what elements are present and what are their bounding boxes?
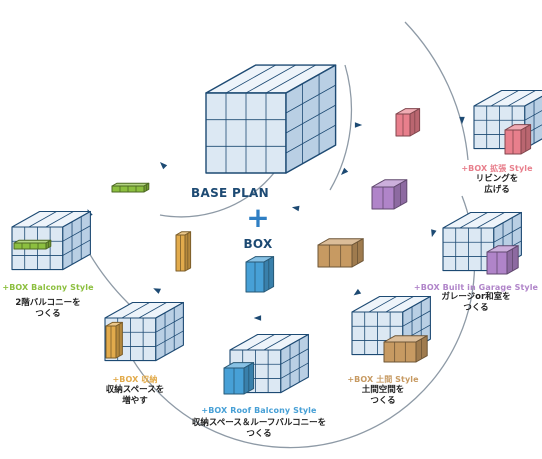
style-doma-desc-1: 土間空間を [361,385,405,395]
roof-balcony-box-on-house [223,362,255,395]
style-expansion-desc-1: リビングを [475,174,519,184]
style-expansion-desc-2: 広げる [484,185,510,195]
garage-box-floating [371,179,408,210]
style-balcony-desc-2: つくる [35,309,61,319]
box-label: BOX [243,237,273,251]
style-roof-balcony-title: +BOX Roof Balcony Style [201,406,317,415]
expansion-box-on-house [504,124,532,155]
base-plan-label: BASE PLAN [191,186,269,200]
doma-box-on-house [383,335,428,363]
arrow-marker [354,122,363,128]
style-garage-desc-1: ガレージor和室を [441,292,511,302]
plus-sign: + [246,201,270,234]
storage-box-floating [175,231,192,272]
arrow-marker [153,288,161,294]
style-roof-balcony: +BOX Roof Balcony Style 収納スペース＆ルーフバルコニーを… [180,406,338,440]
style-expansion-title: +BOX 拡張 Style [461,164,533,173]
arrow-marker [459,116,465,125]
expansion-arc [404,21,469,161]
style-storage-desc-1: 収納スペースを [105,385,165,395]
arrow-marker [353,288,362,296]
style-doma-desc-2: つくる [370,396,396,406]
balcony-box-on-house [13,239,52,250]
arrow-marker [291,205,300,212]
outer-cycle-arc [117,195,476,449]
style-storage-desc-2: 増やす [122,396,148,406]
style-doma-title: +BOX 土間 Style [347,375,419,384]
style-storage-title: +BOX 収納 [112,375,158,384]
house-illustrations [11,64,542,395]
style-doma: +BOX 土間 Style 土間空間を つくる [341,374,425,407]
garage-box-on-house [486,245,519,275]
balcony-box-floating [111,182,150,193]
arrow-marker [160,162,168,170]
arrow-marker [253,315,262,321]
style-garage-title: +BOX Built in Garage Style [413,283,539,292]
roof-balcony-box-floating [245,256,275,293]
arrow-marker [431,229,437,238]
storage-box-on-house [105,321,123,359]
base-plan-house [205,64,337,174]
style-storage: +BOX 収納 収納スペースを 増やす [95,374,175,407]
style-balcony: +BOX Balcony Style 2階バルコニーを つくる [0,283,96,320]
style-expansion: +BOX 拡張 Style リビングを 広げる [455,163,539,196]
style-balcony-title: +BOX Balcony Style [2,283,94,292]
style-balcony-desc-1: 2階バルコニーを [15,298,81,308]
style-garage: +BOX Built in Garage Style ガレージor和室を つくる [412,283,540,314]
balcony-house [11,210,91,271]
style-garage-desc-2: つくる [463,303,489,313]
style-roof-balcony-desc-2: つくる [246,429,272,439]
expansion-box-floating [395,108,421,137]
inner-right-arc [329,64,353,191]
style-roof-balcony-desc-1: 収納スペース＆ルーフバルコニーを [191,418,327,428]
arrow-marker [341,167,349,175]
doma-box-floating [317,238,364,268]
